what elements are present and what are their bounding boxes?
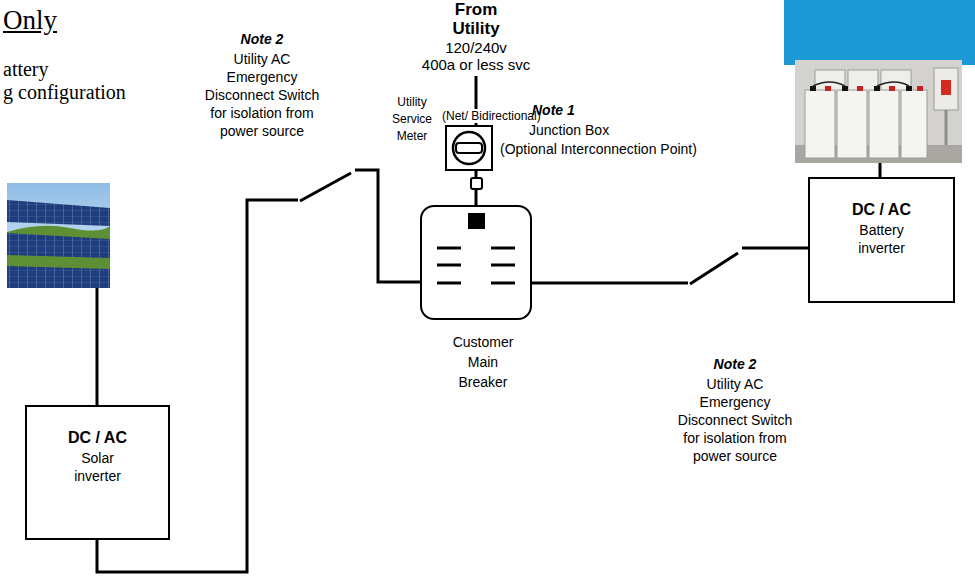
inverter-label: Battery inverter (850, 221, 914, 257)
panel-row (7, 233, 110, 258)
meter-symbol (453, 132, 485, 164)
page-heading: Only (3, 4, 57, 36)
service-rating: 120/240v (406, 39, 546, 56)
meter-dial (453, 132, 485, 164)
photo-battery (815, 70, 845, 92)
switch-blade (690, 253, 738, 284)
disconnect-switch: Note 2Utility AC Emergency Disconnect Sw… (688, 246, 742, 286)
photo-terminal (825, 86, 831, 91)
breaker-slot (437, 264, 461, 267)
main-breaker: Customer Main Breaker (420, 205, 532, 320)
note-text: Utility AC Emergency Disconnect Switch f… (674, 375, 796, 465)
photo-sky (7, 183, 110, 288)
wire (475, 190, 478, 205)
photo-battery (805, 90, 835, 158)
wire (355, 170, 420, 282)
panel-row (7, 266, 110, 288)
inverter-box: DC / ACBattery inverter (808, 177, 955, 303)
photo-terminal (906, 86, 912, 91)
wire (742, 247, 808, 250)
note-number: Note 2 (201, 30, 323, 48)
junction-box: Note 1Junction Box(Optional Interconnect… (470, 177, 483, 190)
corner-banner (784, 0, 975, 65)
breaker-slot (491, 264, 515, 267)
photo-battery (869, 90, 899, 158)
inverter-label: Solar inverter (66, 449, 130, 485)
junction-label: Junction Box (529, 121, 609, 139)
photo-cable (813, 82, 845, 86)
photo-cable (877, 82, 909, 86)
photo-terminal (874, 86, 880, 91)
service-meter: Utility Service Meter(Net/ Bidirectional… (445, 125, 493, 171)
breaker-label: Customer Main Breaker (450, 332, 516, 392)
photo-terminal (810, 86, 816, 91)
dc-wire (96, 288, 99, 405)
note-text: Utility AC Emergency Disconnect Switch f… (201, 50, 323, 140)
breaker-slot (491, 247, 515, 250)
meter-register (456, 143, 482, 153)
breaker-slot (491, 282, 515, 285)
junction-note: (Optional Interconnection Point) (500, 140, 697, 158)
heading-fragment: g configuration (3, 81, 126, 103)
wire (532, 282, 688, 285)
inverter-type: DC / AC (68, 427, 127, 449)
breaker-symbol (437, 213, 515, 283)
switch-blade (300, 173, 351, 201)
heading-fragment: attery (3, 58, 49, 80)
service-rating: 400a or less svc (406, 56, 546, 73)
photo-battery (848, 70, 878, 92)
photo-battery (837, 90, 867, 158)
inverter-type: DC / AC (852, 199, 911, 221)
meter-note: (Net/ Bidirectional) (442, 109, 541, 123)
photo-grass (7, 226, 110, 288)
photo-wall (795, 60, 962, 163)
note-number: Note 2 (674, 355, 796, 373)
photo-battery (901, 90, 927, 158)
panel-row (7, 200, 110, 226)
meter-label: Utility Service Meter (384, 94, 440, 145)
inverter-box: DC / ACSolar inverter (25, 405, 170, 540)
breaker-slot (437, 247, 461, 250)
photo-terminal (889, 86, 895, 91)
photo-switch-handle (941, 80, 951, 95)
photo-terminal (857, 86, 863, 91)
dc-wire (879, 163, 882, 177)
breaker-slot (437, 282, 461, 285)
photo-conduit (945, 110, 948, 145)
disconnect-switch: Note 2Utility AC Emergency Disconnect Sw… (298, 168, 355, 202)
photo-terminal (842, 86, 848, 91)
breaker-handle (468, 213, 485, 229)
source-label: From Utility (441, 0, 511, 38)
battery-photo (795, 60, 962, 163)
solar-panel-photo (7, 183, 110, 288)
photo-terminal (917, 86, 923, 91)
photo-switch-box (934, 68, 958, 110)
photo-battery (881, 70, 911, 92)
note-number: Note 1 (532, 101, 575, 119)
